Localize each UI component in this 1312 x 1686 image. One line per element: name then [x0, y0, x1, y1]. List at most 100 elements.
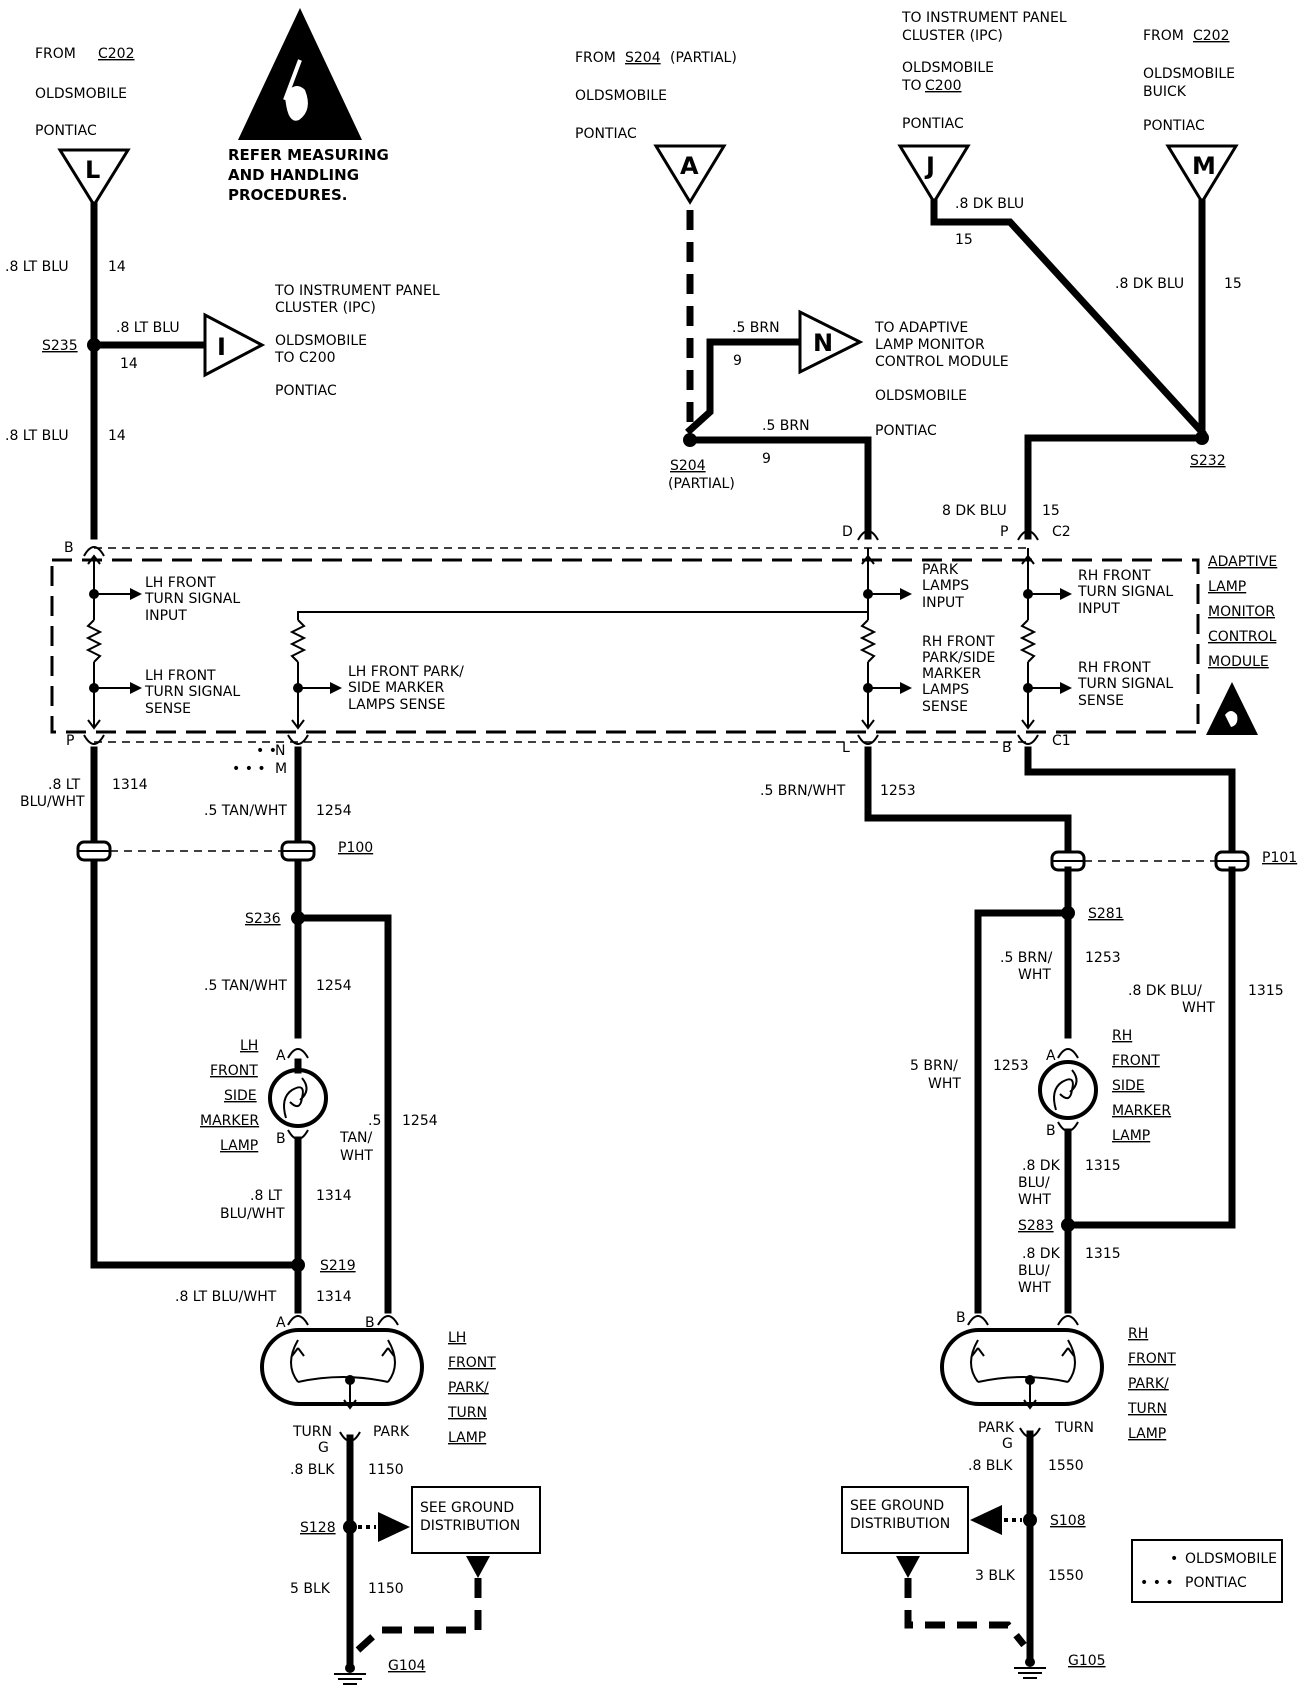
- splice-s108-label: S108: [1050, 1513, 1086, 1529]
- conn-m-line1: OLDSMOBILE: [1143, 66, 1235, 82]
- wire-c15-2: 15: [1224, 276, 1242, 292]
- conn-j-line4-ref: C200: [925, 78, 962, 94]
- connector-m-triangle: [1165, 144, 1239, 205]
- park-in-line3: INPUT: [922, 595, 964, 611]
- wire-c1315-1: 1315: [1248, 983, 1284, 999]
- pin-c1-bottom: C1: [1052, 733, 1071, 749]
- connector-j-triangle: [897, 144, 971, 205]
- wire-tan-c: WHT: [340, 1148, 373, 1164]
- wire-c1315-2: 1315: [1085, 1158, 1121, 1174]
- module-internal-rh: [1019, 548, 1072, 730]
- legend-dotted: PONTIAC: [1185, 1575, 1247, 1591]
- wire-ground-dashed-left: [355, 1578, 482, 1653]
- conn-a-ref: S204: [625, 50, 661, 66]
- wire-c1254-2: 1254: [316, 978, 352, 994]
- lh-park-lamp-label-4: TURN: [447, 1405, 487, 1421]
- rh-input-line1: RH FRONT: [1078, 568, 1151, 584]
- wire-c1314-1: 1314: [112, 777, 148, 793]
- ground-box-right: [841, 1486, 969, 1554]
- rh-park-line3: MARKER: [922, 666, 981, 682]
- ground-symbol-right-tri: [896, 1556, 920, 1578]
- wire-c15-1: 15: [955, 232, 973, 248]
- rh-side-marker-bulb: [1038, 1048, 1098, 1132]
- wire-dk-b-1: BLU/: [1018, 1175, 1050, 1191]
- pin-b-top: B: [64, 540, 74, 556]
- bottom-pins: [83, 734, 1039, 745]
- ground-g105-icon: [1014, 1657, 1046, 1679]
- conn-a-line2: PONTIAC: [575, 126, 637, 142]
- conn-m-from: FROM: [1143, 28, 1184, 44]
- splice-s204-partial: (PARTIAL): [668, 476, 735, 492]
- conn-a-from: FROM: [575, 50, 616, 66]
- pin-p-bottom: P: [66, 733, 74, 749]
- pin-n-bottom: N: [275, 743, 285, 759]
- conn-a-suffix: (PARTIAL): [670, 50, 737, 66]
- rh-side-pin-a: A: [1046, 1048, 1056, 1064]
- lh-park-line2: SIDE MARKER: [348, 680, 445, 696]
- wire-lt-blu-label-3: .8 LT BLU: [5, 428, 69, 444]
- conn-m-line3: PONTIAC: [1143, 118, 1205, 134]
- lh-park-label: PARK: [373, 1424, 410, 1440]
- conn-i-line1: TO INSTRUMENT PANEL: [274, 283, 440, 299]
- wire-c1314-3: 1314: [316, 1289, 352, 1305]
- rh-side-label-4: MARKER: [1112, 1103, 1171, 1119]
- wire-c1150-2: 1150: [368, 1581, 404, 1597]
- lh-park-turn-lamp: [260, 1315, 424, 1442]
- splice-s281-label: S281: [1088, 906, 1124, 922]
- ground-ref-arrow-right: [970, 1505, 1002, 1535]
- pin-l-bottom: L: [842, 740, 850, 756]
- esd-warning-icon: [238, 8, 362, 140]
- ground-ref-arrow-left: [378, 1512, 410, 1542]
- rh-input-line3: INPUT: [1078, 601, 1120, 617]
- lh-park-lamp-label-5: LAMP: [448, 1430, 486, 1446]
- splice-s232-label: S232: [1190, 453, 1226, 469]
- esd-text-2: AND HANDLING: [228, 166, 359, 184]
- park-in-line2: LAMPS: [922, 578, 969, 594]
- p101-label: P101: [1262, 850, 1297, 866]
- rh-sense-line1: RH FRONT: [1078, 660, 1151, 676]
- conn-m-ref: C202: [1193, 28, 1230, 44]
- splice-s236-label: S236: [245, 911, 281, 927]
- splice-s128-dot: [343, 1520, 357, 1534]
- wire-brn5-a: 5 BRN/: [910, 1058, 958, 1074]
- wire-lt-blu-label-1: .8 LT BLU: [5, 259, 69, 275]
- ground-g104-icon: [334, 1663, 366, 1685]
- lh-sense-line1: LH FRONT: [145, 668, 216, 684]
- splice-s219-dot: [291, 1258, 305, 1272]
- wire-brn-wht-a: .5 BRN/: [1000, 950, 1053, 966]
- wire-c1315-3: 1315: [1085, 1246, 1121, 1262]
- rh-park-line1: RH FRONT: [922, 634, 995, 650]
- splice-s128-label: S128: [300, 1520, 336, 1536]
- wire-c1314-2: 1314: [316, 1188, 352, 1204]
- lh-side-pin-b: B: [276, 1131, 286, 1147]
- connector-l-triangle: [57, 148, 131, 208]
- lh-input-line1: LH FRONT: [145, 575, 216, 591]
- lh-sense-line3: SENSE: [145, 701, 191, 717]
- conn-n-line5: PONTIAC: [875, 423, 937, 439]
- wire-dk-blu-label-1: .8 DK BLU: [955, 196, 1024, 212]
- module-name-2: LAMP: [1208, 579, 1246, 595]
- rh-park-lamp-label-4: TURN: [1127, 1401, 1167, 1417]
- conn-n-line2: LAMP MONITOR: [875, 337, 985, 353]
- connector-j-letter: J: [924, 152, 935, 180]
- legend-solid: OLDSMOBILE: [1185, 1551, 1277, 1567]
- conn-a-line1: OLDSMOBILE: [575, 88, 667, 104]
- connector-i-triangle: [203, 312, 266, 378]
- module-outline: [50, 558, 1200, 734]
- wire-tan-wht-2: .5 TAN/WHT: [204, 978, 287, 994]
- lh-park-lamp-label-2: FRONT: [448, 1355, 496, 1371]
- connector-n-letter: N: [813, 329, 833, 357]
- wire-brn-to-n: [685, 338, 804, 435]
- rh-park-lamp-label-5: LAMP: [1128, 1426, 1166, 1442]
- top-pins: [83, 530, 1039, 557]
- wire-c1254-1: 1254: [316, 803, 352, 819]
- wire-brn-wht-1: .5 BRN/WHT: [760, 783, 846, 799]
- rh-sense-line2: TURN SIGNAL: [1077, 676, 1173, 692]
- rh-park-lamp-label-3: PARK/: [1128, 1376, 1169, 1392]
- lh-side-label-3: SIDE: [224, 1088, 257, 1104]
- lh-park-lamp-label-1: LH: [448, 1330, 466, 1346]
- rh-sense-line3: SENSE: [1078, 693, 1124, 709]
- rh-park-line2: PARK/SIDE: [922, 650, 995, 666]
- wire-brn-wht-b: WHT: [1018, 967, 1051, 983]
- lh-park-lamp-label-3: PARK/: [448, 1380, 489, 1396]
